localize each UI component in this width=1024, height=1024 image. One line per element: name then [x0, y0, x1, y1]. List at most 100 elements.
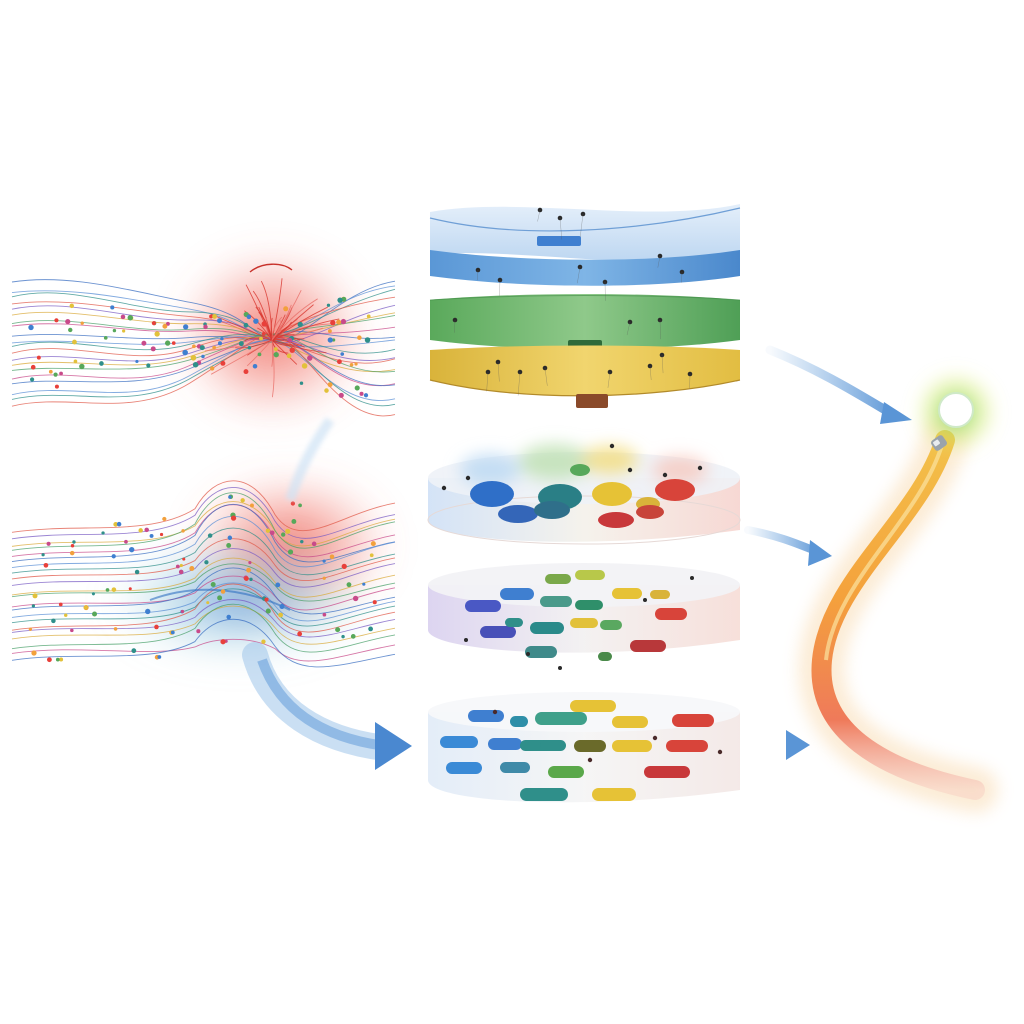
particle-dot — [335, 627, 341, 633]
particle-dot — [196, 629, 201, 634]
trajectory-endpoint — [914, 370, 998, 454]
particle-dot — [206, 601, 210, 605]
particle-dot — [116, 521, 122, 527]
particle-dot — [243, 322, 249, 328]
pill — [500, 588, 534, 600]
speck — [475, 267, 481, 273]
particle-dot — [352, 595, 359, 602]
speck-trail — [657, 255, 661, 268]
pill — [510, 716, 528, 727]
particle-dot — [165, 321, 170, 326]
particle-dot — [112, 328, 117, 333]
particle-dot — [246, 567, 251, 573]
particle-dot — [287, 338, 293, 343]
burst-strand — [271, 339, 305, 348]
speck — [662, 472, 668, 478]
wave-line — [11, 334, 396, 354]
particle-dot — [192, 344, 196, 349]
particle-dot — [220, 639, 226, 645]
burst-strand — [271, 298, 318, 341]
layer-specks — [452, 207, 693, 396]
pill — [650, 590, 670, 599]
pill — [540, 740, 566, 751]
blob — [598, 512, 634, 528]
particle-dot — [79, 363, 85, 370]
particle-dot — [68, 327, 73, 333]
particle-dot — [201, 354, 205, 359]
speck-trail — [659, 319, 661, 340]
particle-dot — [337, 297, 343, 303]
particle-dot — [336, 359, 342, 365]
trajectory-highlight — [824, 444, 944, 661]
clustered-blob-disc — [427, 443, 741, 545]
particle-dot — [122, 329, 126, 333]
burst-strand — [210, 339, 273, 375]
particle-dot — [341, 634, 345, 639]
burst-strand — [246, 339, 273, 367]
particle-dot — [64, 613, 68, 617]
wave-line — [11, 334, 396, 417]
particle-dot — [331, 338, 336, 342]
wave-line — [11, 279, 396, 341]
particle-dot — [261, 331, 266, 336]
particle-dot — [220, 337, 224, 341]
particle-dot — [110, 305, 115, 310]
particle-dot — [279, 603, 285, 610]
pill — [570, 700, 616, 712]
pill — [600, 620, 622, 630]
particle-dot — [327, 382, 333, 388]
pill — [612, 588, 642, 599]
particle-dot — [341, 563, 347, 570]
speck — [485, 369, 491, 375]
particle-dot — [141, 340, 147, 346]
blob — [592, 482, 632, 506]
particle-dot — [328, 329, 332, 333]
particle-dot — [273, 351, 279, 358]
particle-dot — [30, 364, 36, 370]
speck — [609, 443, 615, 449]
particle-dot — [370, 541, 376, 547]
particle-dot — [175, 564, 180, 569]
particle-dot — [203, 324, 208, 330]
particle-dots — [28, 296, 371, 398]
speck — [580, 211, 586, 217]
particle-dot — [297, 631, 303, 637]
speck — [441, 485, 447, 491]
speck — [647, 363, 653, 369]
pill-scatter — [464, 570, 694, 670]
wave-line — [11, 515, 396, 568]
speck-trail — [579, 213, 584, 238]
particle-dot — [162, 323, 168, 329]
speck-trail — [661, 354, 664, 374]
yellow-layer-tab — [576, 394, 608, 408]
particle-dot — [83, 605, 88, 610]
particle-dot — [340, 352, 345, 356]
particle-dot — [217, 318, 222, 324]
particle-dot — [283, 306, 289, 312]
wave-line — [11, 504, 396, 558]
particle-dot — [134, 569, 140, 575]
particle-dot — [289, 347, 296, 353]
entangled-wave-bundle — [11, 250, 396, 420]
particle-dot — [261, 639, 266, 644]
wave-lines — [11, 480, 396, 668]
speck — [643, 598, 647, 602]
particle-dot — [354, 385, 360, 391]
particle-dot — [59, 371, 63, 376]
pill — [655, 608, 687, 620]
particle-dot — [226, 614, 231, 620]
particle-dot — [357, 335, 362, 340]
particle-dot — [210, 366, 215, 371]
particle-dot — [300, 539, 304, 544]
particle-dot — [124, 539, 128, 544]
green-layer — [429, 294, 741, 354]
particle-dot — [70, 628, 74, 633]
speck — [492, 709, 498, 715]
pill — [574, 740, 606, 752]
particle-dot — [340, 318, 347, 325]
burst-arc — [249, 263, 293, 273]
burst-strand — [211, 313, 273, 341]
blue-layer-wave — [429, 207, 741, 232]
particle-dot — [151, 321, 157, 326]
